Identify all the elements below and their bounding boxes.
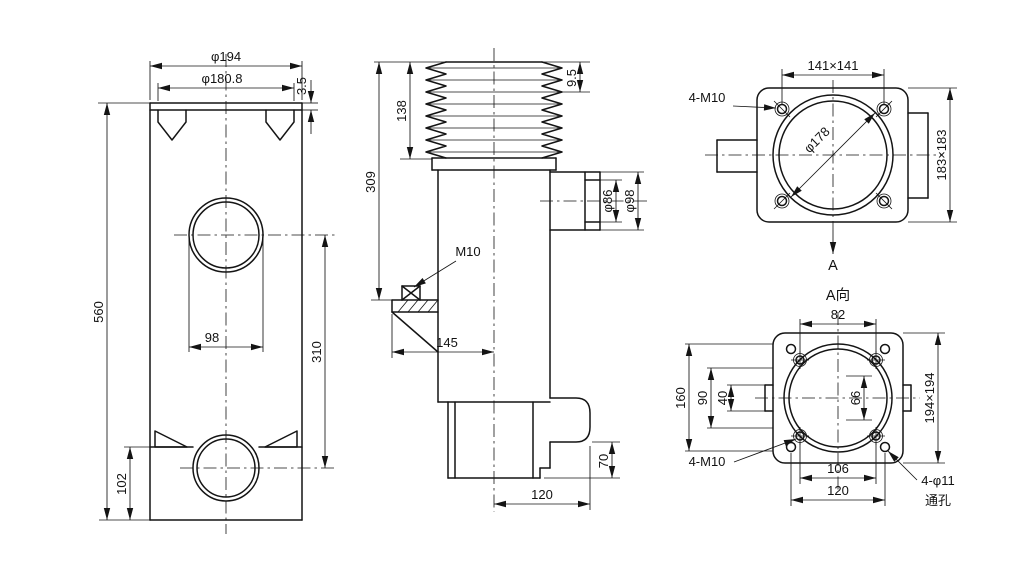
callout-m10-label: M10 — [455, 244, 480, 259]
front-view-centerlines — [174, 54, 338, 534]
dim-106-label: 106 — [827, 461, 849, 476]
dim-120-side-label: 120 — [531, 487, 553, 502]
bottom-view-a: A向 — [673, 287, 955, 508]
dim-194x194-label: 194×194 — [922, 373, 937, 424]
dim-dia86-label: φ86 — [600, 190, 615, 213]
dim-160-label: 160 — [673, 387, 688, 409]
side-view: 138 309 9.5 φ86 φ98 M10 145 70 120 — [363, 48, 650, 512]
dim-dia98-label: φ98 — [622, 190, 637, 213]
side-view-centerlines — [493, 48, 650, 512]
bottom-view-outline — [764, 332, 912, 464]
callout-through-hole-label: 通孔 — [925, 493, 951, 508]
bottom-view-dimensions — [685, 319, 945, 506]
view-arrow-a-label: A — [828, 258, 838, 274]
front-view: φ194 φ180.8 3.5 560 102 98 310 — [91, 49, 338, 534]
dim-dia180-8-label: φ180.8 — [202, 71, 243, 86]
dim-183x183-label: 183×183 — [934, 130, 949, 181]
dim-90-label: 90 — [695, 391, 710, 405]
dim-9-5-label: 9.5 — [564, 69, 579, 87]
dim-98-label: 98 — [205, 330, 219, 345]
callout-4-dia11-label: 4-φ11 — [921, 473, 954, 488]
dim-82-label: 82 — [831, 307, 845, 322]
bottom-view-centerlines — [755, 312, 920, 492]
dim-141x141-label: 141×141 — [808, 58, 859, 73]
side-view-outline — [391, 61, 601, 479]
dim-dia194-label: φ194 — [211, 49, 241, 64]
front-view-dimensions — [98, 61, 329, 521]
side-view-hatching — [397, 299, 439, 313]
dim-138-label: 138 — [394, 100, 409, 122]
dim-560-label: 560 — [91, 301, 106, 323]
top-view-outline — [716, 87, 929, 223]
dim-66-label: 66 — [848, 391, 863, 405]
side-view-dimensions — [371, 61, 644, 510]
top-view: 141×141 4-M10 183×183 φ178 A — [689, 58, 957, 274]
dim-102-label: 102 — [114, 473, 129, 495]
dim-40-label: 40 — [715, 391, 730, 405]
dim-70-label: 70 — [596, 454, 611, 468]
dim-3-5-label: 3.5 — [294, 77, 309, 95]
dim-309-label: 309 — [363, 171, 378, 193]
dim-145-label: 145 — [436, 335, 458, 350]
top-view-dimensions — [732, 69, 957, 254]
callout-4-m10-top-label: 4-M10 — [689, 90, 726, 105]
dim-120-bottom-label: 120 — [827, 483, 849, 498]
side-view-shed-lines — [426, 67, 562, 153]
callout-4-m10-bottom-label: 4-M10 — [689, 454, 726, 469]
view-a-title: A向 — [826, 287, 850, 304]
dim-310-label: 310 — [309, 341, 324, 363]
